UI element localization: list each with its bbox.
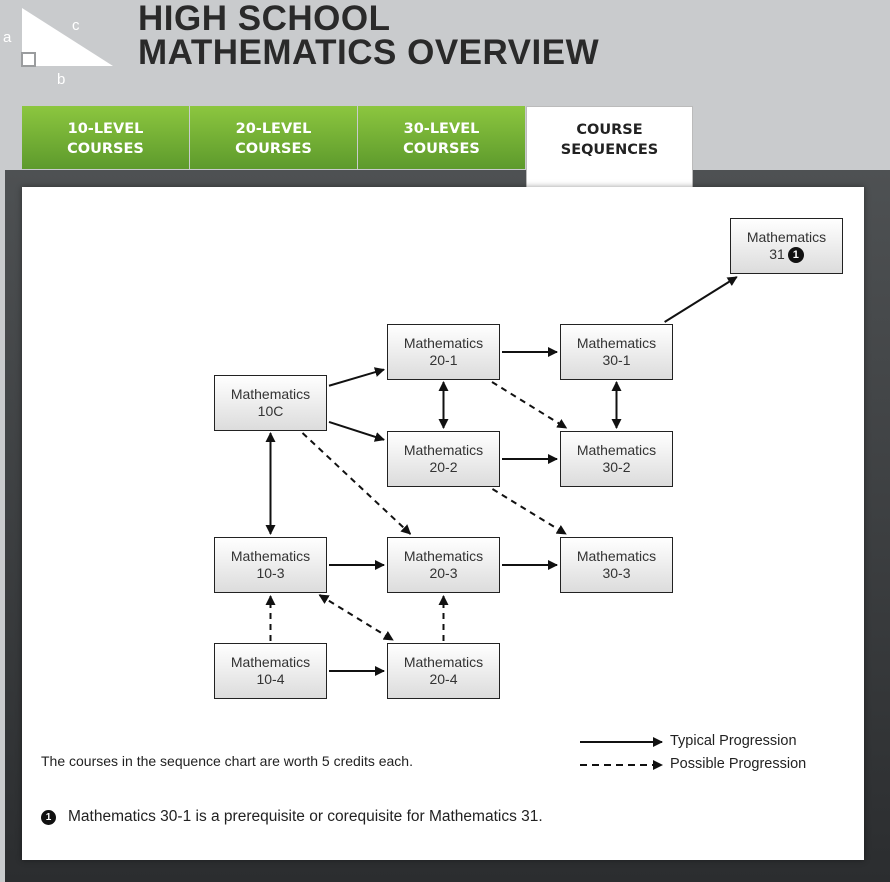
course-box-math-20-2[interactable]: Mathematics 20-2 [387, 431, 500, 487]
course-name: Mathematics [230, 386, 311, 402]
tab-label-line1: COURSE [576, 121, 643, 138]
course-code: 20-4 [429, 671, 458, 687]
footnote-marker-icon: 1 [787, 247, 804, 264]
course-name: Mathematics [576, 335, 657, 351]
course-box-math-30-3[interactable]: Mathematics 30-3 [560, 537, 673, 593]
course-code: 20-2 [429, 459, 458, 475]
course-name: Mathematics [403, 442, 484, 458]
logo-label-b: b [57, 71, 65, 88]
course-box-math-10-4[interactable]: Mathematics 10-4 [214, 643, 327, 699]
course-box-math-20-4[interactable]: Mathematics 20-4 [387, 643, 500, 699]
course-name: Mathematics [403, 548, 484, 564]
footnote-text: Mathematics 30-1 is a prerequisite or co… [68, 808, 543, 825]
tab-label-line2: SEQUENCES [560, 141, 659, 158]
course-name: Mathematics [576, 548, 657, 564]
course-box-math-30-1[interactable]: Mathematics 30-1 [560, 324, 673, 380]
course-code: 10-4 [256, 671, 285, 687]
course-box-math-20-3[interactable]: Mathematics 20-3 [387, 537, 500, 593]
course-code: 31 [769, 245, 785, 262]
page-title-line2: MATHEMATICS OVERVIEW [138, 33, 600, 72]
legend-typical-label: Typical Progression [670, 733, 797, 749]
course-code: 20-1 [429, 352, 458, 368]
tab-label-line2: COURSES [235, 140, 312, 157]
course-name: Mathematics [230, 654, 311, 670]
tab-course-sequences[interactable]: COURSE SEQUENCES [526, 106, 693, 188]
page-title: HIGH SCHOOL MATHEMATICS OVERVIEW [138, 0, 600, 72]
course-name: Mathematics [403, 654, 484, 670]
legend-possible-label: Possible Progression [670, 756, 807, 772]
tab-30-level-courses[interactable]: 30-LEVEL COURSES [358, 106, 525, 169]
course-box-math-10c[interactable]: Mathematics 10C [214, 375, 327, 431]
tab-bar: 10-LEVEL COURSES 20-LEVEL COURSES 30-LEVEL… [22, 106, 694, 188]
course-name: Mathematics [403, 335, 484, 351]
course-name: Mathematics [746, 228, 827, 245]
page-title-line1: HIGH SCHOOL [138, 0, 391, 38]
footnote-number-icon: 1 [41, 809, 56, 825]
credits-note: The courses in the sequence chart are wo… [41, 753, 413, 769]
course-code: 20-3 [429, 565, 458, 581]
logo-label-a: a [3, 29, 12, 46]
course-box-math-30-2[interactable]: Mathematics 30-2 [560, 431, 673, 487]
course-code: 30-3 [602, 565, 631, 581]
footnote: 1 Mathematics 30-1 is a prerequisite or … [41, 808, 543, 826]
tab-label-line1: 10-LEVEL [67, 120, 144, 137]
course-box-math-10-3[interactable]: Mathematics 10-3 [214, 537, 327, 593]
tab-label-line1: 30-LEVEL [403, 120, 480, 137]
course-code: 10C [257, 403, 284, 419]
course-code: 30-1 [602, 352, 631, 368]
triangle-logo-icon: a c b [3, 8, 113, 88]
course-box-math-20-1[interactable]: Mathematics 20-1 [387, 324, 500, 380]
course-code: 10-3 [256, 565, 285, 581]
tab-label-line2: COURSES [67, 140, 144, 157]
tab-label-line1: 20-LEVEL [235, 120, 312, 137]
course-code: 30-2 [602, 459, 631, 475]
tab-20-level-courses[interactable]: 20-LEVEL COURSES [190, 106, 357, 169]
logo-label-c: c [72, 17, 80, 34]
tab-label-line2: COURSES [403, 140, 480, 157]
course-name: Mathematics [230, 548, 311, 564]
tab-10-level-courses[interactable]: 10-LEVEL COURSES [22, 106, 189, 169]
course-name: Mathematics [576, 442, 657, 458]
